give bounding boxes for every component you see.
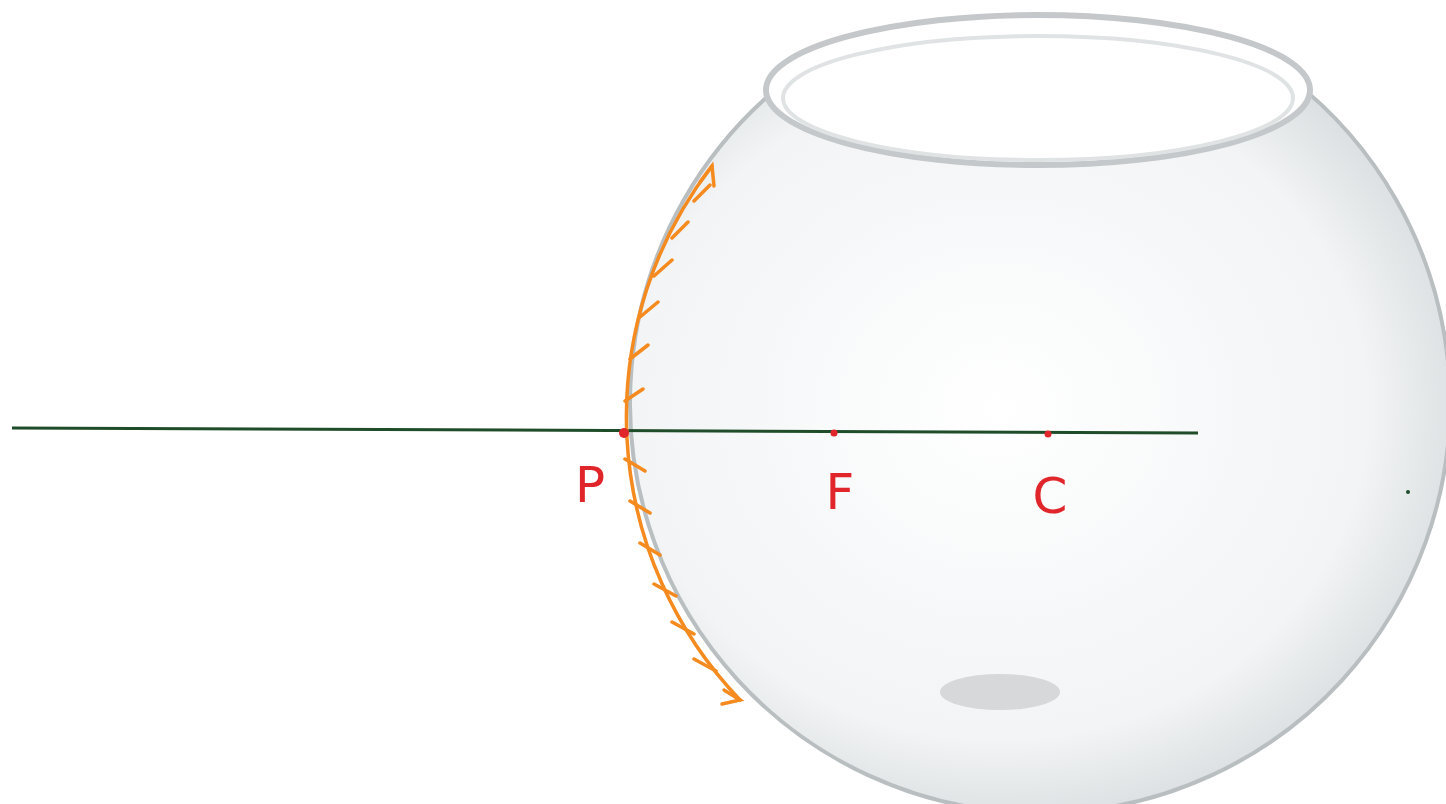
axis-points <box>619 428 1052 438</box>
point-label: P <box>575 460 605 510</box>
bowl-rim <box>766 15 1310 165</box>
stray-dot <box>1406 490 1410 494</box>
bowl-shadow <box>940 674 1060 710</box>
bowl-body <box>630 78 1446 804</box>
bowl-rim-inner <box>783 36 1293 160</box>
concave-mirror <box>625 166 740 704</box>
principal-axis <box>12 428 1198 433</box>
point-label: F <box>826 467 855 517</box>
point-label: C <box>1033 471 1068 521</box>
